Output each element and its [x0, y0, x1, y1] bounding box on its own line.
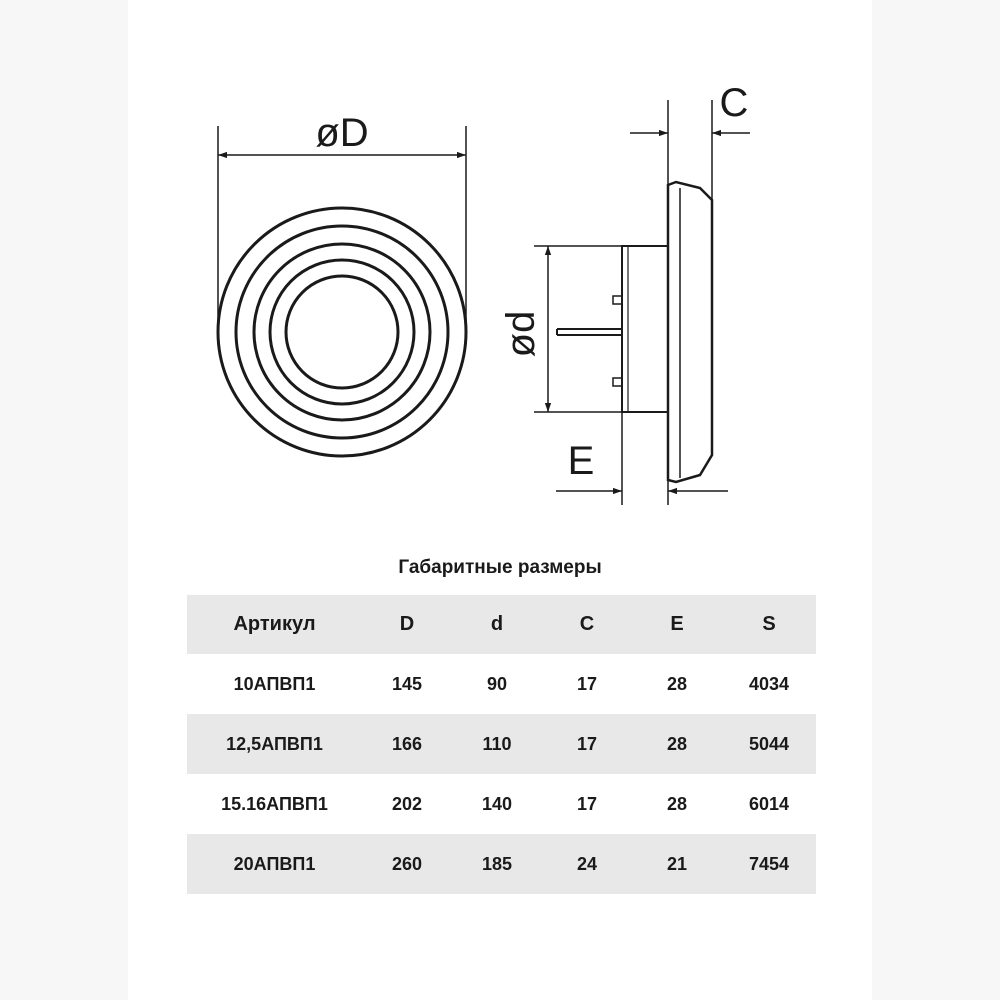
cell-S: 6014 — [748, 793, 790, 814]
flange-profile — [666, 180, 714, 484]
cell-C: 17 — [576, 793, 598, 814]
cell-C: 17 — [576, 733, 598, 754]
table-row: 12,5АПВП1 166 110 17 28 5044 — [187, 714, 816, 774]
cell-article: 12,5АПВП1 — [226, 733, 323, 754]
side-view — [534, 100, 750, 505]
cell-article: 10АПВП1 — [233, 673, 316, 694]
cell-E: 28 — [666, 673, 688, 694]
table-title: Габаритные размеры — [398, 557, 602, 578]
cell-E: 28 — [666, 733, 688, 754]
technical-drawing: øD C ød E — [216, 81, 750, 505]
diameter-D-label: øD — [315, 111, 368, 155]
cell-D: 145 — [391, 673, 423, 694]
diameter-d-label: ød — [499, 311, 543, 358]
cell-E: 28 — [666, 793, 688, 814]
front-view — [216, 126, 468, 458]
header-E: E — [670, 613, 684, 635]
cell-S: 4034 — [748, 673, 790, 694]
inner-opening-circle — [284, 274, 400, 390]
table-row: 20АПВП1 260 185 24 21 7454 — [187, 834, 816, 894]
neck-profile — [621, 245, 668, 413]
header-S: S — [762, 613, 776, 635]
cell-article: 20АПВП1 — [233, 853, 316, 874]
header-d: d — [490, 613, 504, 635]
header-article: Артикул — [233, 613, 316, 635]
cell-C: 17 — [576, 673, 598, 694]
cell-E: 21 — [666, 853, 688, 874]
cell-article: 15.16АПВП1 — [221, 793, 328, 814]
cell-d: 140 — [481, 793, 513, 814]
cell-S: 5044 — [748, 733, 790, 754]
header-D: D — [399, 613, 415, 635]
ring-circle-1 — [234, 224, 450, 440]
cell-D: 166 — [391, 733, 423, 754]
E-label: E — [568, 439, 595, 483]
retaining-clip-bottom — [612, 377, 623, 387]
left-background-panel — [0, 0, 128, 1000]
C-label: C — [720, 81, 749, 125]
retaining-clip-top — [612, 295, 623, 305]
cell-D: 202 — [391, 793, 423, 814]
cell-d: 110 — [482, 733, 512, 754]
cell-d: 90 — [486, 673, 508, 694]
cell-S: 7454 — [748, 853, 790, 874]
cell-d: 185 — [481, 853, 513, 874]
cell-D: 260 — [391, 853, 423, 874]
ring-circle-3 — [268, 258, 416, 406]
header-C: C — [579, 613, 595, 635]
table-row: 15.16АПВП1 202 140 17 28 6014 — [187, 774, 816, 834]
cell-C: 24 — [576, 853, 598, 874]
table-row: 10АПВП1 145 90 17 28 4034 — [187, 654, 816, 714]
right-background-panel — [872, 0, 1000, 1000]
table-header-row: Артикул D d C E S — [187, 595, 816, 654]
ring-circle-2 — [252, 242, 432, 422]
dimensions-table: Артикул D d C E S 10АПВП1 145 90 17 28 4… — [187, 595, 816, 894]
